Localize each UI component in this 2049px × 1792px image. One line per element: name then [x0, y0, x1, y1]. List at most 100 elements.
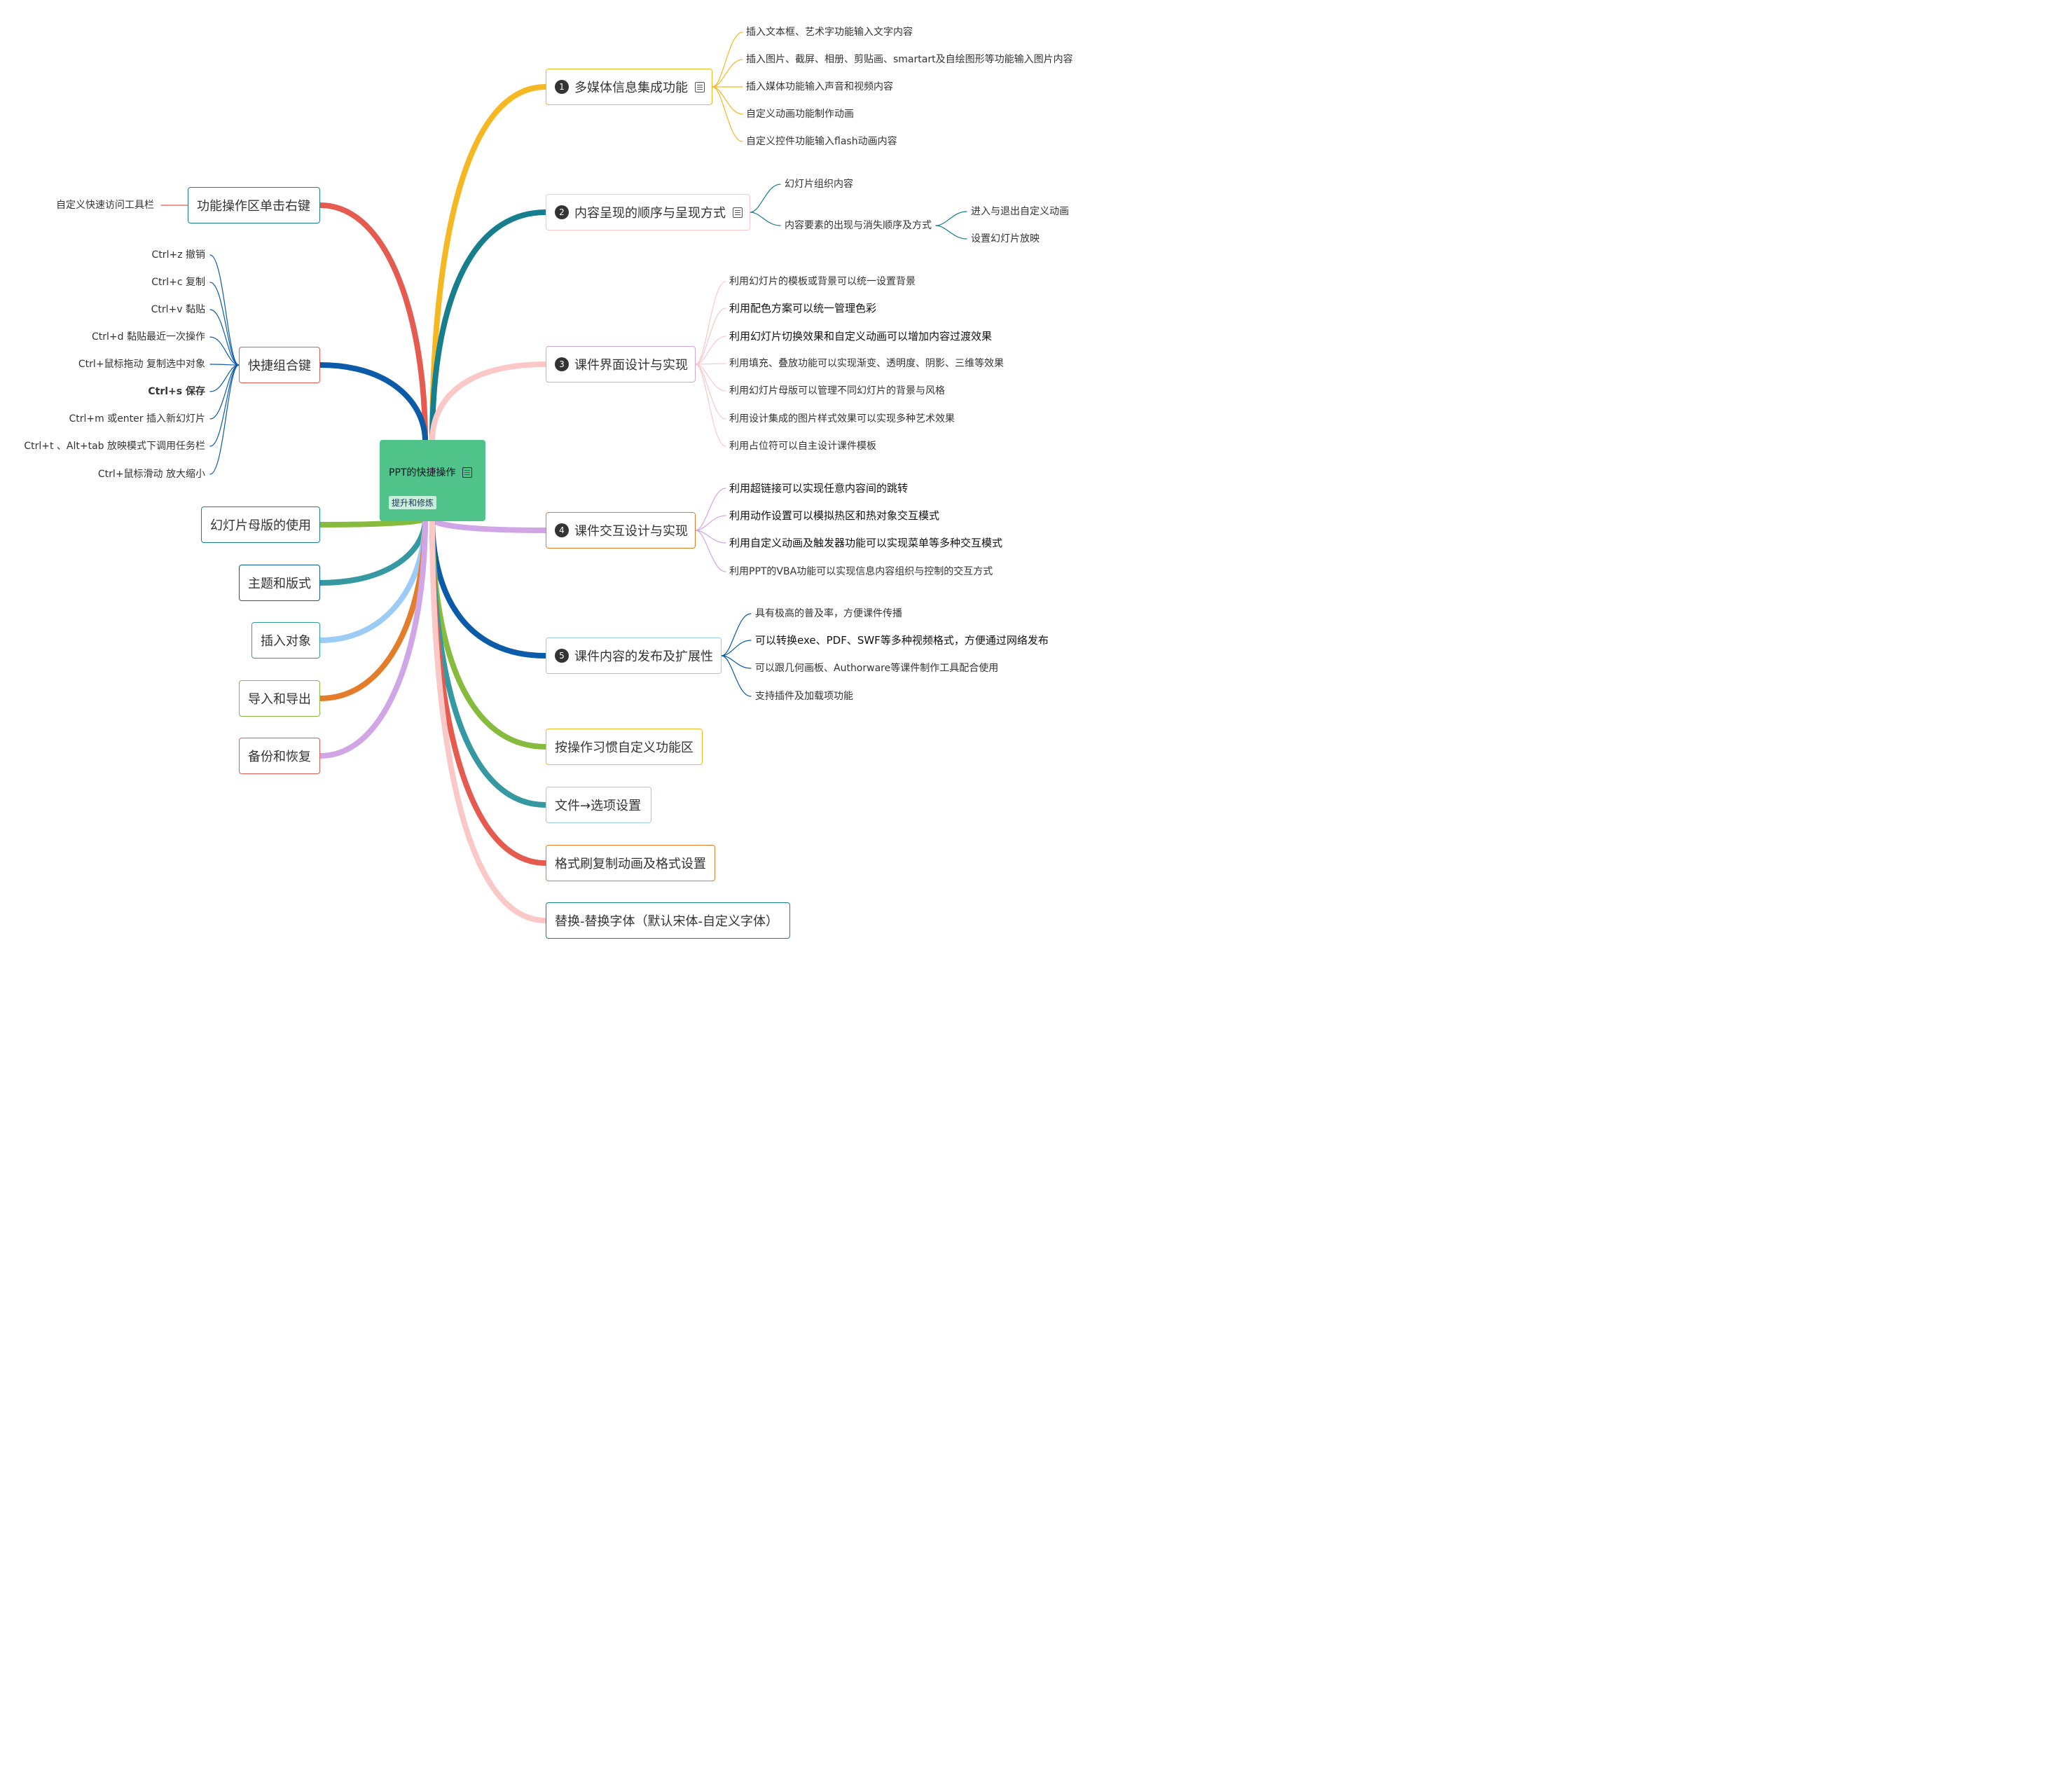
- central-topic[interactable]: PPT的快捷操作 提升和修炼: [380, 440, 485, 521]
- sub-connector: [209, 254, 240, 366]
- branch-l1: [317, 202, 428, 444]
- subtopic[interactable]: 插入图片、截屏、相册、剪贴画、smartart及自绘图形等功能输入图片内容: [746, 54, 1073, 65]
- central-topic-label-tag: 提升和修炼: [389, 496, 437, 509]
- topic-custom-ribbon[interactable]: 按操作习惯自定义功能区: [546, 729, 703, 765]
- sub-connector: [721, 640, 752, 656]
- topic-backup-restore[interactable]: 备份和恢复: [239, 738, 320, 774]
- number-2-icon: 2: [555, 205, 569, 219]
- note-icon[interactable]: [733, 207, 743, 218]
- subtopic[interactable]: 自定义快速访问工具栏: [56, 200, 154, 211]
- topic-slide-master[interactable]: 幻灯片母版的使用: [201, 506, 320, 543]
- branch-t5: [429, 516, 549, 659]
- sub-connector: [712, 86, 743, 142]
- branch-t3: [429, 361, 549, 444]
- topic-insert-object[interactable]: 插入对象: [251, 622, 320, 659]
- subtopic[interactable]: 插入媒体功能输入声音和视频内容: [746, 81, 893, 92]
- subtopic[interactable]: 利用动作设置可以模拟热区和热对象交互模式: [729, 509, 940, 522]
- shortcut-item[interactable]: Ctrl+鼠标拖动 复制选中对象: [78, 359, 205, 370]
- shortcut-item[interactable]: Ctrl+z 撤销: [151, 249, 205, 261]
- subtopic[interactable]: 利用配色方案可以统一管理色彩: [729, 302, 877, 315]
- number-3-icon: 3: [555, 357, 569, 371]
- sub-connector: [721, 655, 752, 697]
- subtopic[interactable]: 支持插件及加载项功能: [755, 691, 853, 702]
- number-1-icon: 1: [555, 80, 569, 94]
- sub-connector: [209, 364, 240, 475]
- subtopic[interactable]: 设置幻灯片放映: [971, 233, 1040, 244]
- subtopic[interactable]: 利用幻灯片母版可以管理不同幻灯片的背景与风格: [729, 385, 945, 397]
- topic-label: 插入对象: [261, 634, 311, 649]
- topic-theme-layout[interactable]: 主题和版式: [239, 565, 320, 601]
- sub-connector: [721, 613, 752, 656]
- topic-label: 快捷组合键: [248, 359, 311, 373]
- sub-connector: [712, 59, 743, 88]
- shortcut-item[interactable]: Ctrl+鼠标滑动 放大缩小: [97, 469, 205, 480]
- subtopic[interactable]: 利用自定义动画及触发器功能可以实现菜单等多种交互模式: [729, 537, 1003, 549]
- topic-label: 替换-替换字体（默认宋体-自定义字体）: [555, 914, 778, 929]
- topic-label: 格式刷复制动画及格式设置: [555, 857, 706, 871]
- subtopic[interactable]: 内容要素的出现与消失顺序及方式: [785, 220, 932, 231]
- sub-connector: [209, 364, 240, 366]
- topic-right-click-ribbon[interactable]: 功能操作区单击右键: [188, 187, 320, 223]
- subtopic[interactable]: 可以转换exe、PDF、SWF等多种视频格式，方便通过网络发布: [755, 634, 1049, 647]
- number-4-icon: 4: [555, 523, 569, 537]
- sub-connector: [695, 281, 726, 365]
- branch-l7: [317, 516, 428, 759]
- branch-t2: [429, 209, 549, 444]
- branch-l4: [317, 516, 428, 586]
- sub-connector: [695, 364, 726, 392]
- subtopic[interactable]: 插入文本框、艺术字功能输入文字内容: [746, 27, 913, 38]
- subtopic[interactable]: 利用超链接可以实现任意内容间的跳转: [729, 482, 909, 495]
- subtopic[interactable]: 利用幻灯片的模板或背景可以统一设置背景: [729, 276, 916, 287]
- subtopic[interactable]: 幻灯片组织内容: [785, 179, 853, 190]
- subtopic[interactable]: 利用设计集成的图片样式效果可以实现多种艺术效果: [729, 413, 955, 425]
- topic-label: 课件界面设计与实现: [574, 358, 688, 373]
- shortcut-item[interactable]: Ctrl+m 或enter 插入新幻灯片: [69, 413, 205, 425]
- subtopic[interactable]: 利用PPT的VBA功能可以实现信息内容组织与控制的交互方式: [729, 566, 993, 577]
- shortcut-item[interactable]: Ctrl+d 黏贴最近一次操作: [92, 331, 205, 343]
- sub-connector: [695, 530, 726, 544]
- branch-l2: [317, 362, 428, 444]
- topic-label: 按操作习惯自定义功能区: [555, 740, 694, 755]
- subtopic[interactable]: 具有极高的普及率，方便课件传播: [755, 608, 902, 619]
- sub-connector: [695, 336, 726, 365]
- sub-connector: [695, 530, 726, 572]
- topic-import-export[interactable]: 导入和导出: [239, 680, 320, 717]
- topic-replace-font[interactable]: 替换-替换字体（默认宋体-自定义字体）: [546, 902, 790, 939]
- subtopic[interactable]: 自定义控件功能输入flash动画内容: [746, 136, 897, 147]
- sub-connector: [935, 211, 967, 226]
- topic-publishing-extensibility[interactable]: 5 课件内容的发布及扩展性: [546, 637, 722, 674]
- subtopic[interactable]: 利用填充、叠放功能可以实现渐变、透明度、阴影、三维等效果: [729, 358, 1004, 369]
- subtopic[interactable]: 自定义动画功能制作动画: [746, 109, 854, 120]
- topic-shortcut-keys[interactable]: 快捷组合键: [239, 347, 320, 383]
- shortcut-item[interactable]: Ctrl+s 保存: [148, 386, 205, 397]
- sub-connector: [935, 225, 967, 240]
- central-topic-title: PPT的快捷操作: [389, 467, 456, 478]
- topic-label: 导入和导出: [248, 692, 311, 707]
- number-5-icon: 5: [555, 649, 569, 663]
- sub-connector: [695, 515, 726, 531]
- topic-interaction-design[interactable]: 4 课件交互设计与实现: [546, 512, 696, 549]
- topic-label: 内容呈现的顺序与呈现方式: [574, 206, 726, 221]
- subtopic[interactable]: 进入与退出自定义动画: [971, 206, 1069, 217]
- topic-interface-design[interactable]: 3 课件界面设计与实现: [546, 346, 696, 382]
- topic-multimedia-integration[interactable]: 1 多媒体信息集成功能: [546, 69, 712, 105]
- topic-file-options[interactable]: 文件→选项设置: [546, 787, 651, 823]
- topic-format-painter[interactable]: 格式刷复制动画及格式设置: [546, 845, 715, 881]
- topic-label: 幻灯片母版的使用: [210, 518, 311, 533]
- shortcut-item[interactable]: Ctrl+v 黏贴: [151, 304, 205, 315]
- topic-content-presentation-order[interactable]: 2 内容呈现的顺序与呈现方式: [546, 194, 750, 230]
- subtopic[interactable]: 利用占位符可以自主设计课件模板: [729, 441, 876, 452]
- note-icon[interactable]: [462, 467, 473, 478]
- sub-connector: [712, 32, 743, 88]
- topic-label: 主题和版式: [248, 577, 311, 591]
- sub-connector: [209, 282, 240, 366]
- shortcut-item[interactable]: Ctrl+t 、Alt+tab 放映模式下调用任务栏: [24, 441, 205, 452]
- shortcut-item[interactable]: Ctrl+c 复制: [151, 277, 205, 288]
- topic-label: 课件内容的发布及扩展性: [574, 649, 713, 664]
- topic-label: 多媒体信息集成功能: [574, 81, 688, 95]
- subtopic[interactable]: 可以跟几何画板、Authorware等课件制作工具配合使用: [755, 663, 999, 674]
- subtopic[interactable]: 利用幻灯片切换效果和自定义动画可以增加内容过渡效果: [729, 330, 993, 343]
- note-icon[interactable]: [695, 81, 705, 92]
- topic-label: 备份和恢复: [248, 750, 311, 764]
- sub-connector: [750, 184, 781, 213]
